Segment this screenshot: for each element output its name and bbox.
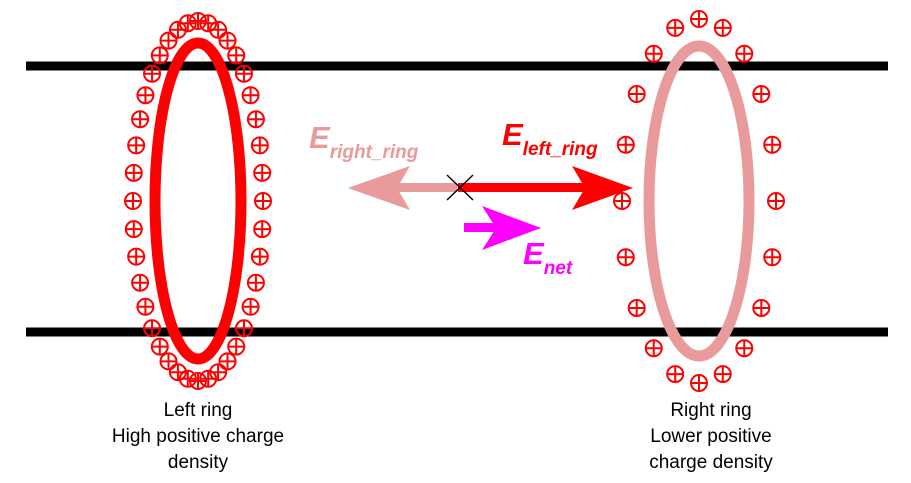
left-ring-caption-line3: density: [167, 452, 229, 473]
plus-circle-icon: [178, 14, 197, 33]
plus-circle-icon: [627, 85, 646, 104]
e-net-label: Enet: [523, 236, 573, 279]
right-ring-caption-line3: charge density: [649, 452, 773, 473]
plus-circle-icon: [241, 297, 260, 316]
e-net-arrow: [464, 206, 541, 250]
e-right-ring-arrow: [348, 166, 457, 210]
e-right-ring-label: Eright_ring: [309, 120, 419, 163]
plus-circle-icon: [254, 192, 272, 210]
plus-circle-icon: [713, 18, 732, 37]
plus-circle-icon: [189, 12, 207, 30]
right-ring-caption: Right ring Lower positive charge density: [581, 398, 841, 476]
plus-circle-icon: [150, 46, 169, 65]
plus-circle-icon: [253, 163, 272, 182]
plus-circle-icon: [767, 192, 785, 210]
plus-circle-icon: [168, 363, 187, 382]
right-ring-charges: [613, 10, 785, 392]
plus-circle-icon: [752, 298, 771, 317]
plus-circle-icon: [227, 46, 246, 65]
plus-circle-icon: [644, 44, 663, 63]
observation-point-marker: [446, 174, 474, 201]
plus-circle-icon: [666, 18, 685, 37]
plus-circle-icon: [713, 365, 732, 384]
plus-circle-icon: [735, 339, 754, 358]
left-ring-caption-line1: Left ring: [163, 400, 233, 421]
plus-circle-icon: [159, 352, 178, 371]
plus-circle-icon: [763, 248, 782, 267]
plus-circle-icon: [763, 135, 782, 154]
left-ring: [149, 37, 247, 365]
plus-circle-icon: [218, 31, 237, 50]
plus-circle-icon: [250, 136, 269, 155]
plus-circle-icon: [735, 44, 754, 63]
plus-circle-icon: [136, 86, 155, 105]
right-ring-caption-line1: Right ring: [670, 400, 752, 421]
left-ring-charges: [124, 12, 272, 390]
plus-circle-icon: [752, 85, 771, 104]
plus-circle-icon: [690, 10, 708, 28]
right-ring: [643, 40, 755, 362]
plus-circle-icon: [124, 163, 143, 182]
plus-circle-icon: [127, 247, 146, 266]
plus-circle-icon: [250, 247, 269, 266]
plus-circle-icon: [143, 64, 162, 83]
plus-circle-icon: [241, 86, 260, 105]
plus-circle-icon: [150, 337, 169, 356]
plus-circle-icon: [627, 298, 646, 317]
plus-circle-icon: [199, 369, 218, 388]
right-ring-caption-line2: Lower positive: [650, 426, 772, 447]
plus-circle-icon: [234, 319, 253, 338]
plus-circle-icon: [690, 374, 708, 392]
plus-circle-icon: [218, 352, 237, 371]
plus-circle-icon: [613, 192, 631, 210]
plus-circle-icon: [616, 135, 635, 154]
left-ring-caption: Left ring High positive charge density: [68, 398, 328, 476]
e-left-ring-label: Eleft_ring: [502, 117, 598, 160]
plus-circle-icon: [644, 339, 663, 358]
plus-circle-icon: [227, 337, 246, 356]
plus-circle-icon: [666, 365, 685, 384]
plus-circle-icon: [246, 273, 265, 292]
plus-circle-icon: [143, 319, 162, 338]
left-ring-caption-line2: High positive charge: [111, 426, 285, 447]
plus-circle-icon: [616, 248, 635, 267]
plus-circle-icon: [159, 31, 178, 50]
e-left-ring-arrow: [458, 166, 633, 210]
plus-circle-icon: [131, 273, 150, 292]
plus-circle-icon: [127, 136, 146, 155]
plus-circle-icon: [253, 220, 272, 239]
plus-circle-icon: [131, 110, 150, 129]
plus-circle-icon: [124, 192, 142, 210]
plus-circle-icon: [136, 297, 155, 316]
plus-circle-icon: [246, 110, 265, 129]
plus-circle-icon: [234, 64, 253, 83]
plus-circle-icon: [124, 220, 143, 239]
plus-circle-icon: [189, 372, 207, 390]
plus-circle-icon: [209, 20, 228, 39]
